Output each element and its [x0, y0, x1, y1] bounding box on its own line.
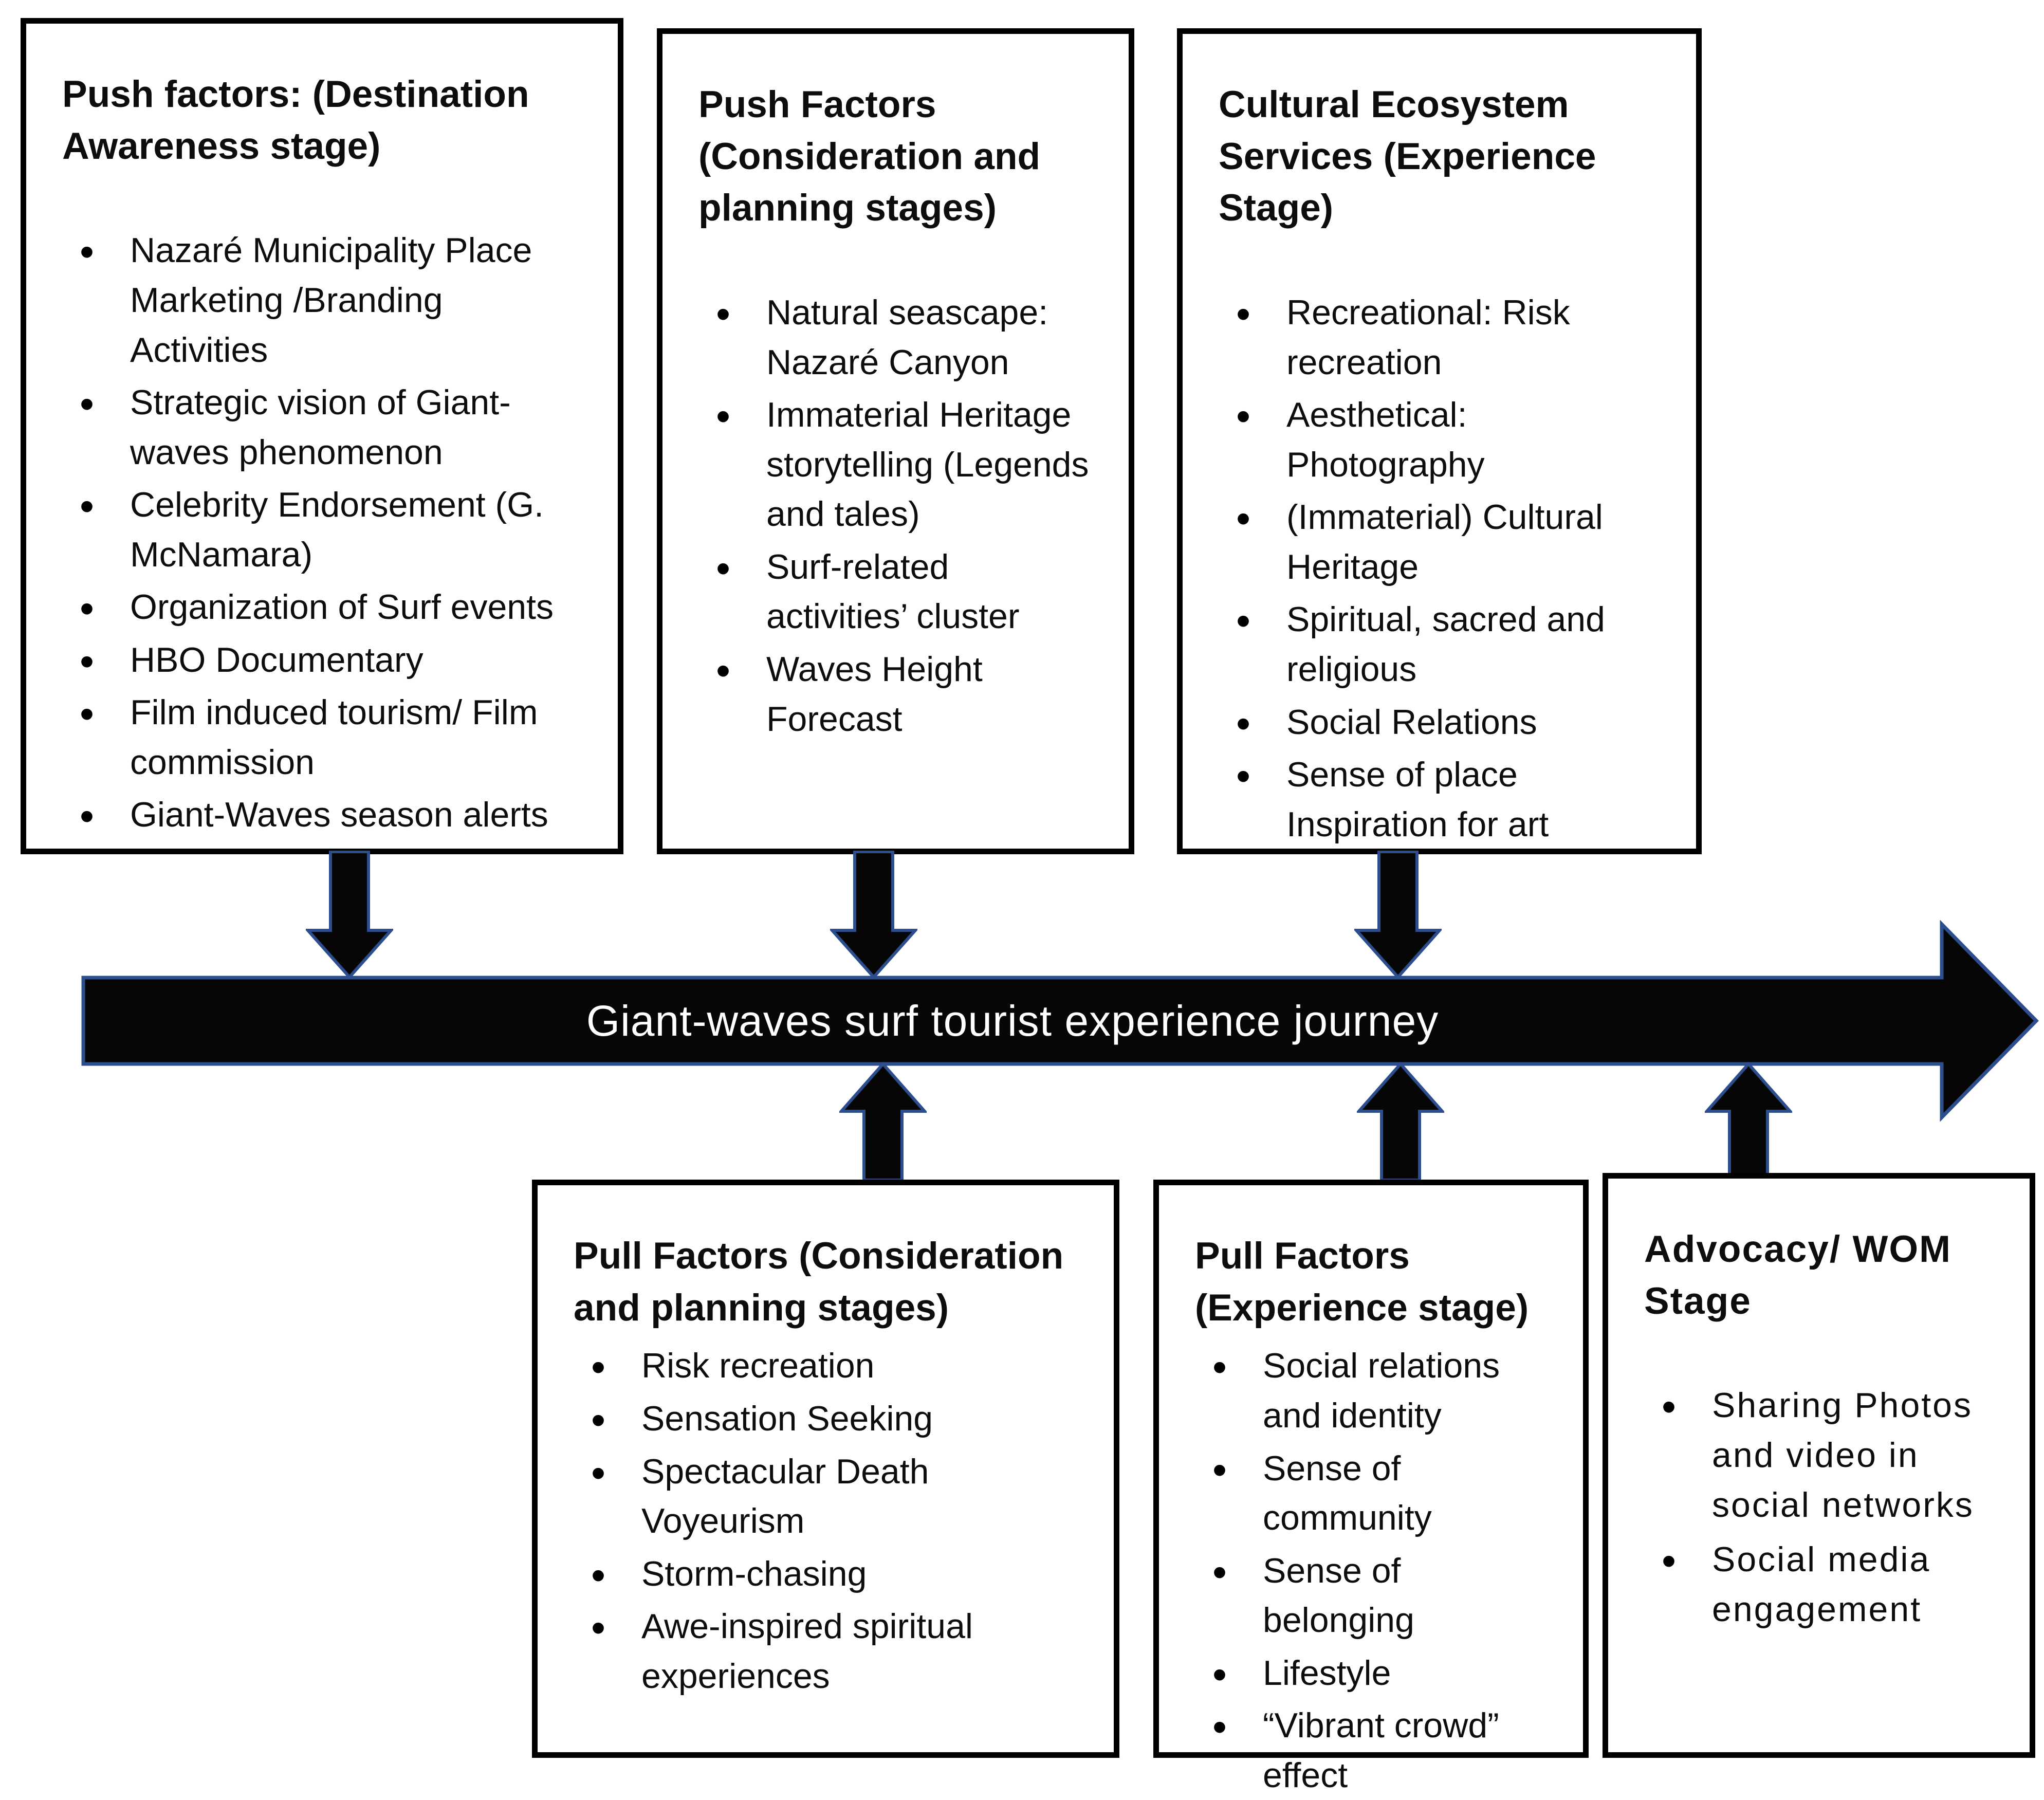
box-push-factors-consideration: Push Factors (Consideration and planning…	[657, 28, 1134, 854]
bullet-item: Surf-related activities’ cluster	[716, 539, 1097, 641]
bullet-item: Risk recreation	[591, 1338, 1082, 1396]
bullet-item: Spectacular Death Voyeurism	[591, 1444, 1082, 1546]
bullet-item: Awe-inspired spiritual experiences	[591, 1599, 1082, 1701]
box-title: Push factors: (Destination Awareness sta…	[62, 74, 529, 167]
bullet-item: Recreational: Risk recreation	[1236, 285, 1664, 387]
bullet-item: Sense of belonging	[1212, 1543, 1551, 1645]
box-title: Pull Factors (Experience stage)	[1195, 1235, 1529, 1329]
up-arrow-icon	[839, 1062, 927, 1181]
box-pull-factors-consideration: Pull Factors (Consideration and planning…	[532, 1180, 1119, 1758]
bullet-item: Waves Height Forecast	[716, 641, 1097, 744]
bullet-item: Celebrity Endorsement (G. McNamara)	[80, 477, 586, 579]
bullet-item: Lifestyle	[1212, 1645, 1551, 1703]
up-arrow-icon	[1705, 1062, 1792, 1176]
bullet-item: Social media engagement	[1662, 1532, 1998, 1634]
bullet-item: Film induced tourism/ Film commission	[80, 685, 586, 787]
box-title: Pull Factors (Consideration and planning…	[574, 1235, 1064, 1329]
timeline-label: Giant-waves surf tourist experience jour…	[586, 996, 1439, 1045]
up-arrow-icon	[1357, 1062, 1444, 1181]
bullet-item: Aesthetical: Photography	[1236, 387, 1664, 489]
box-title: Cultural Ecosystem Services (Experience …	[1219, 84, 1596, 229]
bullet-item: (Immaterial) Cultural Heritage	[1236, 489, 1664, 592]
box-push-factors-awareness: Push factors: (Destination Awareness sta…	[21, 18, 623, 854]
bullet-item: Storm-chasing	[591, 1546, 1082, 1604]
bullet-list: Sharing Photos and video in social netwo…	[1644, 1377, 1998, 1634]
bullet-item: Sensation Seeking	[591, 1391, 1082, 1449]
bullet-item: “Vibrant crowd” effect	[1212, 1698, 1551, 1800]
bullet-item: Sharing Photos and video in social netwo…	[1662, 1377, 1998, 1530]
bullet-item: Spiritual, sacred and religious	[1236, 592, 1664, 694]
box-title: Advocacy/ WOM Stage	[1644, 1228, 1951, 1322]
box-pull-factors-experience: Pull Factors (Experience stage) Social r…	[1153, 1180, 1589, 1795]
box-title: Push Factors (Consideration and planning…	[698, 84, 1041, 229]
timeline-arrow	[81, 920, 2039, 1122]
bullet-list: Recreational: Risk recreationAesthetical…	[1219, 285, 1664, 849]
bullet-item: Natural seascape: Nazaré Canyon	[716, 285, 1097, 387]
bullet-item: Social relations and identity	[1212, 1338, 1551, 1440]
bullet-item: Immaterial Heritage storytelling (Legend…	[716, 387, 1097, 539]
bullet-item: Nazaré Municipality Place Marketing /Bra…	[80, 223, 586, 375]
bullet-list: Nazaré Municipality Place Marketing /Bra…	[62, 223, 586, 846]
down-arrow-icon	[1354, 851, 1442, 979]
box-cultural-ecosystem-services: Cultural Ecosystem Services (Experience …	[1177, 28, 1702, 854]
bullet-item: Giant-Waves season alerts	[80, 787, 586, 846]
bullet-item: HBO Documentary	[80, 632, 586, 690]
bullet-list: Risk recreationSensation SeekingSpectacu…	[574, 1338, 1082, 1701]
bullet-list: Social relations and identitySense of co…	[1195, 1338, 1551, 1800]
down-arrow-icon	[306, 851, 393, 979]
bullet-item: Organization of Surf events	[80, 579, 586, 637]
bullet-item: Social Relations	[1236, 694, 1664, 752]
bullet-item: Strategic vision of Giant-waves phenomen…	[80, 375, 586, 477]
bullet-list: Natural seascape: Nazaré CanyonImmateria…	[698, 285, 1097, 744]
down-arrow-icon	[830, 851, 917, 979]
bullet-item: Sense of community	[1212, 1441, 1551, 1543]
box-advocacy-wom: Advocacy/ WOM Stage Sharing Photos and v…	[1603, 1173, 2035, 1758]
bullet-item: Sense of place Inspiration for art	[1236, 747, 1664, 849]
